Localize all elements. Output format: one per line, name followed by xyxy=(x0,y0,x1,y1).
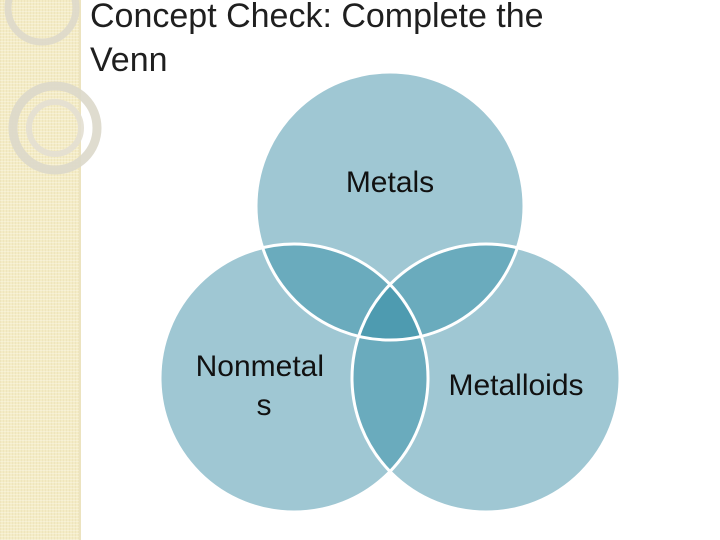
label-nonmetals-line-1: Nonmetal xyxy=(196,350,324,383)
slide-title-line-1: Concept Check: Complete the xyxy=(90,0,544,35)
concentric-rings-icon xyxy=(4,0,102,175)
inner-ring xyxy=(26,99,84,157)
outer-ring xyxy=(8,81,102,175)
slide-title: Concept Check: Complete the Venn xyxy=(90,0,690,82)
top-ring-arc xyxy=(4,0,80,46)
label-metals-line-1: Metals xyxy=(346,166,434,199)
label-nonmetals-line-2: s xyxy=(257,389,272,422)
label-nonmetals: Nonmetal s xyxy=(196,350,333,422)
overlap-metals-metalloids xyxy=(352,244,524,340)
label-metals: Metals xyxy=(346,166,434,199)
label-metalloids-line-1: Metalloids xyxy=(448,369,583,402)
sidebar-divider xyxy=(79,0,81,540)
slide-title-line-2: Venn xyxy=(90,41,168,79)
venn-outline-metalloids xyxy=(350,242,622,514)
venn-outline-nonmetals xyxy=(158,242,430,514)
label-metalloids: Metalloids xyxy=(448,369,583,402)
venn-outline-metals xyxy=(254,70,526,342)
overlap-metals-nonmetals xyxy=(256,244,428,340)
